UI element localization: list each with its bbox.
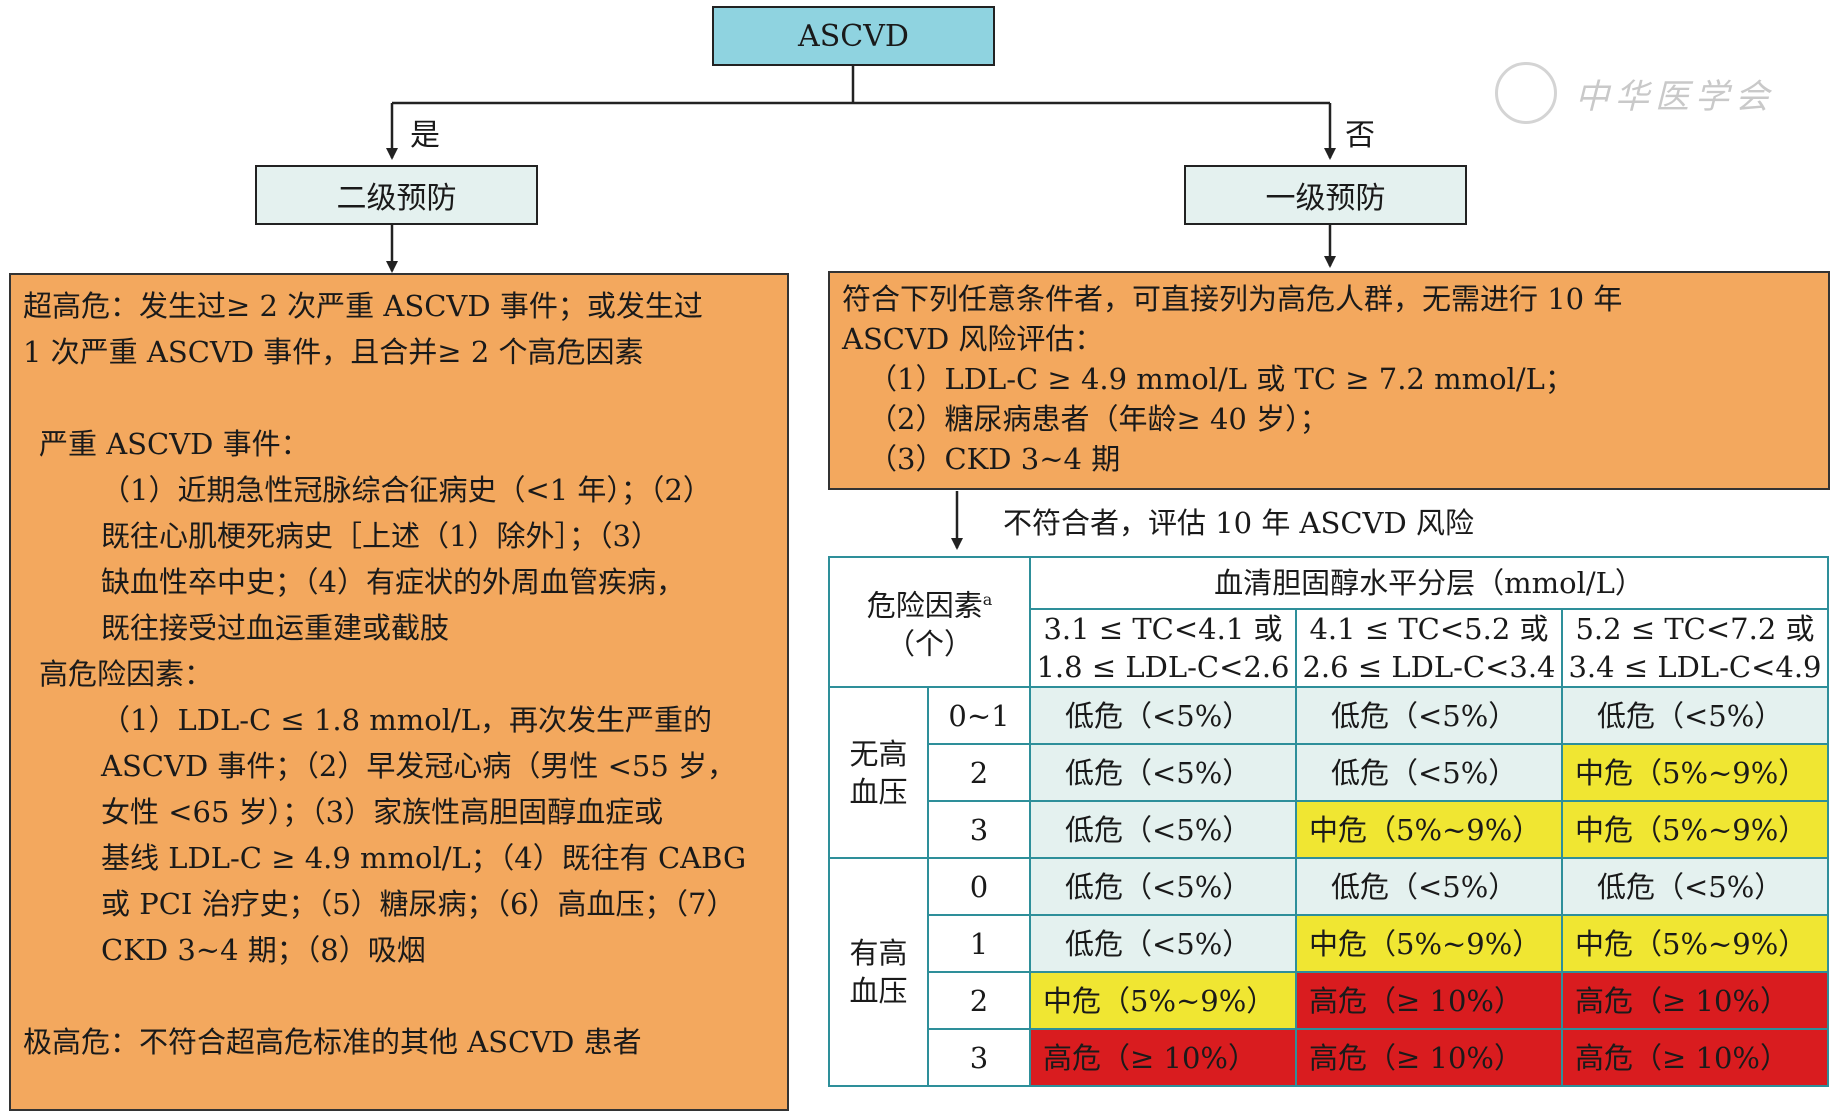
risk-cell-low: 低危（<5%） [1029,857,1297,916]
secondary-prevention-title: 二级预防 [336,181,457,216]
s-line-6: 缺血性卒中史；（4）有症状的外周血管疾病， [101,565,685,599]
column-header-line1: 3.1 ≤ TC<4.1 或 [1043,612,1283,646]
s-line-0: 超高危：发生过≥ 2 次严重 ASCVD 事件；或发生过 [23,289,703,323]
p-line-0: 符合下列任意条件者，可直接列为高危人群，无需进行 10 年 [842,282,1623,316]
watermark: 中华医学会 [1495,62,1775,124]
risk-cell-high: 高危（≥ 10%） [1295,971,1563,1030]
yes-label: 是 [410,118,440,153]
primary-prevention-title: 一级预防 [1265,181,1386,216]
s-line-4: （1）近期急性冠脉综合征病史（<1 年）；（2） [101,473,712,507]
risk-cell-mid: 中危（5%~9%） [1295,914,1563,973]
no-label: 否 [1345,118,1375,153]
s-line-8: 高危险因素： [39,657,214,691]
group-label-line1: 有高 [849,936,908,970]
column-header-line1: 4.1 ≤ TC<5.2 或 [1309,612,1549,646]
group-label-line2: 血压 [849,974,908,1008]
risk-cell-mid: 中危（5%~9%） [1561,914,1829,973]
s-line-3: 严重 ASCVD 事件： [39,427,310,461]
risk-cell-low: 低危（<5%） [1561,686,1829,745]
risk-cell-low: 低危（<5%） [1561,857,1829,916]
primary-prevention-node: 一级预防 [1184,165,1467,225]
cholesterol-column-header: 4.1 ≤ TC<5.2 或 2.6 ≤ LDL-C<3.4 [1295,608,1563,688]
risk-cell-low: 低危（<5%） [1029,686,1297,745]
secondary-prevention-node: 二级预防 [255,165,538,225]
risk-cell-mid: 中危（5%~9%） [1029,971,1297,1030]
risk-factor-header-line: 危险因素a [830,581,1029,625]
ascvd-node: ASCVD [712,6,995,66]
risk-factor-header: 危险因素 [866,588,983,623]
risk-cell-low: 低危（<5%） [1295,743,1563,802]
risk-cell-mid: 中危（5%~9%） [1561,743,1829,802]
risk-factor-count: 3 [927,1028,1031,1087]
column-header-line2: 1.8 ≤ LDL-C<2.6 [1036,650,1290,684]
risk-cell-mid: 中危（5%~9%） [1561,800,1829,859]
column-header-line2: 3.4 ≤ LDL-C<4.9 [1568,650,1822,684]
primary-criteria-box: 符合下列任意条件者，可直接列为高危人群，无需进行 10 年 ASCVD 风险评估… [828,271,1830,490]
risk-factor-unit: （个） [885,626,973,661]
risk-cell-low: 低危（<5%） [1029,743,1297,802]
not-meet-label: 不符合者，评估 10 年 ASCVD 风险 [1003,506,1474,540]
risk-cell-mid: 中危（5%~9%） [1295,800,1563,859]
s-line-16: 极高危：不符合超高危标准的其他 ASCVD 患者 [23,1025,642,1059]
risk-cell-high: 高危（≥ 10%） [1561,1028,1829,1087]
risk-factor-header-cell: 危险因素a（个） [828,556,1031,688]
p-line-1: ASCVD 风险评估： [842,322,1104,356]
risk-cell-high: 高危（≥ 10%） [1295,1028,1563,1087]
risk-factor-count: 2 [927,743,1031,802]
s-line-13: 或 PCI 治疗史；（5）糖尿病；（6）高血压；（7） [101,887,736,921]
cholesterol-header: 血清胆固醇水平分层（mmol/L） [1029,556,1829,610]
risk-cell-low: 低危（<5%） [1295,857,1563,916]
risk-factor-count: 2 [927,971,1031,1030]
s-line-2 [23,375,787,421]
table-header-row: 危险因素a（个）血清胆固醇水平分层（mmol/L） [828,556,1829,688]
ascvd-node-label: ASCVD [798,18,909,54]
group-label-line2: 血压 [849,774,908,809]
column-header-line2: 2.6 ≤ LDL-C<3.4 [1302,650,1556,684]
secondary-criteria-box: 超高危：发生过≥ 2 次严重 ASCVD 事件；或发生过 1 次严重 ASCVD… [9,273,789,1111]
hypertension-group-label: 有高血压 [828,857,929,1087]
s-line-15 [23,973,787,1019]
risk-cell-low: 低危（<5%） [1295,686,1563,745]
cholesterol-column-header: 3.1 ≤ TC<4.1 或 1.8 ≤ LDL-C<2.6 [1029,608,1297,688]
group-label-line1: 无高 [849,736,908,771]
risk-factor-sup: a [982,590,993,610]
s-line-7: 既往接受过血运重建或截肢 [101,611,450,645]
s-line-11: 女性 <65 岁）；（3）家族性高胆固醇血症或 [101,795,664,829]
column-header-line1: 5.2 ≤ TC<7.2 或 [1575,612,1815,646]
risk-cell-low: 低危（<5%） [1029,800,1297,859]
risk-factor-count: 0 [927,857,1031,916]
risk-factor-count: 0~1 [927,686,1031,745]
hypertension-group-label: 无高血压 [828,686,929,859]
p-line-3: （2）糖尿病患者（年龄≥ 40 岁）； [868,402,1329,436]
risk-cell-low: 低危（<5%） [1029,914,1297,973]
s-line-9: （1）LDL-C ≤ 1.8 mmol/L，再次发生严重的 [101,703,713,737]
s-line-14: CKD 3~4 期；（8）吸烟 [101,933,426,967]
watermark-text: 中华医学会 [1575,76,1775,117]
risk-cell-high: 高危（≥ 10%） [1561,971,1829,1030]
s-line-10: ASCVD 事件；（2）早发冠心病（男性 <55 岁， [101,749,736,783]
cholesterol-column-header: 5.2 ≤ TC<7.2 或 3.4 ≤ LDL-C<4.9 [1561,608,1829,688]
s-line-5: 既往心肌梗死病史［上述（1）除外］；（3） [101,519,660,553]
seal-icon [1495,62,1557,124]
s-line-12: 基线 LDL-C ≥ 4.9 mmol/L；（4）既往有 CABG [101,841,747,875]
risk-factor-count: 1 [927,914,1031,973]
s-line-1: 1 次严重 ASCVD 事件，且合并≥ 2 个高危因素 [23,335,644,369]
risk-factor-count: 3 [927,800,1031,859]
p-line-4: （3）CKD 3~4 期 [868,442,1121,476]
risk-cell-high: 高危（≥ 10%） [1029,1028,1297,1087]
p-line-2: （1）LDL-C ≥ 4.9 mmol/L 或 TC ≥ 7.2 mmol/L； [868,362,1574,396]
